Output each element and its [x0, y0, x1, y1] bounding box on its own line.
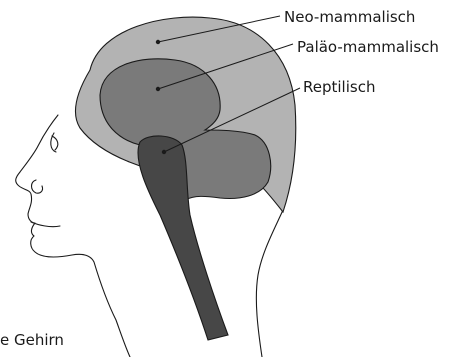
neo-mammalian-label: Neo-mammalisch — [284, 8, 415, 26]
reptile-leader-dot — [162, 150, 166, 154]
eye-icon — [51, 133, 58, 152]
head-back-outline — [256, 210, 283, 357]
reptilian-label: Reptilisch — [303, 78, 375, 96]
caption-text: e Gehirn — [0, 331, 64, 349]
paleo-leader-dot — [156, 87, 160, 91]
ear-icon — [32, 180, 43, 193]
paleo-mammalian-label: Paläo-mammalisch — [297, 38, 439, 56]
neo-leader-dot — [156, 40, 160, 44]
